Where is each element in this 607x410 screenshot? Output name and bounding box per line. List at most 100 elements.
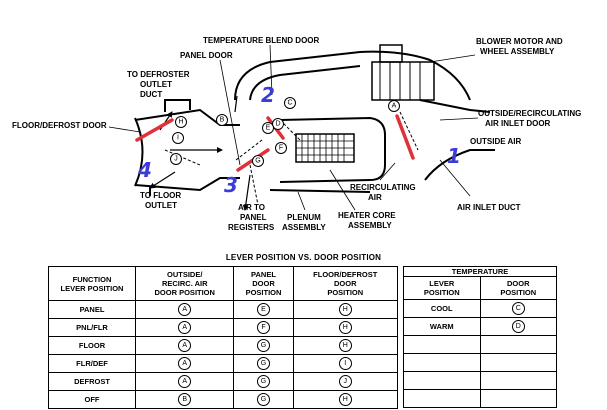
header-outside-recirc: OUTSIDE/ RECIRC. AIR DOOR POSITION bbox=[134, 266, 235, 301]
cell-lever: WARM bbox=[403, 317, 481, 336]
cell-floor: I bbox=[292, 354, 399, 373]
blower-motor-box bbox=[371, 61, 435, 101]
header-lever-position: LEVER POSITION bbox=[403, 276, 481, 300]
cell-lever: COOL bbox=[403, 299, 481, 318]
marker-4: 4 bbox=[137, 158, 152, 182]
cell-outside: A bbox=[134, 336, 235, 355]
cell-panel: G bbox=[233, 336, 294, 355]
label-outside-recirc-1: OUTSIDE/RECIRCULATING bbox=[478, 109, 581, 118]
door-letter-a: A bbox=[392, 103, 397, 110]
cell-floor: H bbox=[292, 300, 399, 319]
cell-outside: A bbox=[134, 300, 235, 319]
label-outside-air: OUTSIDE AIR bbox=[470, 137, 521, 146]
label-air-to-panel-1: AIR TO bbox=[238, 203, 265, 212]
label-to-defroster-3: DUCT bbox=[140, 90, 162, 99]
header-function: FUNCTION LEVER POSITION bbox=[48, 266, 136, 301]
door-position-circle: H bbox=[338, 393, 352, 406]
door-position-circle: I bbox=[338, 357, 352, 370]
header-lever-text: LEVER POSITION bbox=[423, 279, 460, 297]
cell-floor: H bbox=[292, 390, 399, 409]
cell-panel: F bbox=[233, 318, 294, 337]
door-position-circle: G bbox=[256, 339, 270, 352]
table-row bbox=[403, 335, 557, 354]
door-position-circle: C bbox=[511, 302, 525, 315]
cell-panel: G bbox=[233, 354, 294, 373]
outside-recirc-door-highlight bbox=[395, 114, 415, 160]
table-row: WARM D bbox=[403, 317, 557, 336]
marker-1: 1 bbox=[447, 144, 461, 168]
cell-outside: A bbox=[134, 354, 235, 373]
marker-2: 2 bbox=[261, 83, 275, 107]
cell-function: FLR/DEF bbox=[48, 354, 136, 373]
floor-defrost-door-highlight bbox=[135, 118, 174, 142]
cell-function: OFF bbox=[48, 390, 136, 409]
cell-lever bbox=[403, 353, 481, 372]
heater-core bbox=[295, 133, 355, 163]
lever-position-table: FUNCTION LEVER POSITION OUTSIDE/ RECIRC.… bbox=[48, 266, 399, 409]
door-position-circle: G bbox=[256, 357, 270, 370]
door-position-circle: A bbox=[178, 357, 192, 370]
label-heater-core-1: HEATER CORE bbox=[338, 211, 396, 220]
door-position-circle: J bbox=[338, 375, 352, 388]
cell-floor: H bbox=[292, 336, 399, 355]
cell-door bbox=[479, 353, 557, 372]
cell-floor: J bbox=[292, 372, 399, 391]
door-position-circle: H bbox=[338, 321, 352, 334]
table-row: FLOOR A G H bbox=[48, 336, 399, 355]
door-letter-i: I bbox=[177, 135, 179, 142]
label-to-defroster-1: TO DEFROSTER bbox=[127, 70, 190, 79]
table-row: PNL/FLR A F H bbox=[48, 318, 399, 337]
label-to-defroster-2: OUTLET bbox=[140, 80, 172, 89]
door-position-circle: H bbox=[338, 303, 352, 316]
cell-door bbox=[479, 371, 557, 390]
label-blower-motor-2: WHEEL ASSEMBLY bbox=[480, 47, 555, 56]
label-heater-core-2: ASSEMBLY bbox=[348, 221, 392, 230]
table-row bbox=[403, 353, 557, 372]
cell-panel: G bbox=[233, 372, 294, 391]
label-floor-defrost-door: FLOOR/DEFROST DOOR bbox=[12, 121, 107, 130]
door-position-circle: B bbox=[178, 393, 192, 406]
label-recirc-1: RECIRCULATING bbox=[350, 183, 416, 192]
header-panel-text: PANEL DOOR POSITION bbox=[245, 270, 282, 297]
table-row: PANEL A E H bbox=[48, 300, 399, 319]
header-floor-text: FLOOR/DEFROST DOOR POSITION bbox=[313, 270, 378, 297]
cell-floor: H bbox=[292, 318, 399, 337]
door-position-circle: H bbox=[338, 339, 352, 352]
temperature-table: TEMPERATURE LEVER POSITION DOOR POSITION… bbox=[403, 266, 557, 408]
door-letter-j: J bbox=[174, 156, 178, 163]
door-position-circle: D bbox=[511, 320, 525, 333]
label-plenum-2: ASSEMBLY bbox=[282, 223, 326, 232]
cell-outside: A bbox=[134, 318, 235, 337]
label-blower-motor-1: BLOWER MOTOR AND bbox=[476, 37, 563, 46]
cell-function: PNL/FLR bbox=[48, 318, 136, 337]
door-position-circle: G bbox=[256, 393, 270, 406]
door-position-circle: A bbox=[178, 375, 192, 388]
cell-function: FLOOR bbox=[48, 336, 136, 355]
cell-function: DEFROST bbox=[48, 372, 136, 391]
header-panel-door: PANEL DOOR POSITION bbox=[233, 266, 294, 301]
cell-function: PANEL bbox=[48, 300, 136, 319]
cell-lever bbox=[403, 371, 481, 390]
cell-door: C bbox=[479, 299, 557, 318]
cell-outside: B bbox=[134, 390, 235, 409]
label-temperature-blend-door: TEMPERATURE BLEND DOOR bbox=[203, 36, 320, 45]
table-row: DEFROST A G J bbox=[48, 372, 399, 391]
table-row: OFF B G H bbox=[48, 390, 399, 409]
cell-lever bbox=[403, 389, 481, 408]
header-floor-defrost: FLOOR/DEFROST DOOR POSITION bbox=[292, 266, 399, 301]
door-position-circle: A bbox=[178, 321, 192, 334]
label-to-floor-1: TO FLOOR bbox=[140, 191, 181, 200]
marker-3: 3 bbox=[224, 173, 238, 197]
cell-panel: G bbox=[233, 390, 294, 409]
cell-outside: A bbox=[134, 372, 235, 391]
door-position-circle: F bbox=[256, 321, 270, 334]
door-letter-c: C bbox=[287, 100, 292, 107]
temperature-title: TEMPERATURE bbox=[403, 266, 557, 277]
cell-lever bbox=[403, 335, 481, 354]
label-air-inlet-duct: AIR INLET DUCT bbox=[457, 203, 521, 212]
label-plenum-1: PLENUM bbox=[287, 213, 321, 222]
header-outside-text: OUTSIDE/ RECIRC. AIR DOOR POSITION bbox=[154, 270, 215, 297]
door-position-circle: A bbox=[178, 339, 192, 352]
label-air-to-panel-2: PANEL bbox=[240, 213, 267, 222]
label-recirc-2: AIR bbox=[368, 193, 382, 202]
